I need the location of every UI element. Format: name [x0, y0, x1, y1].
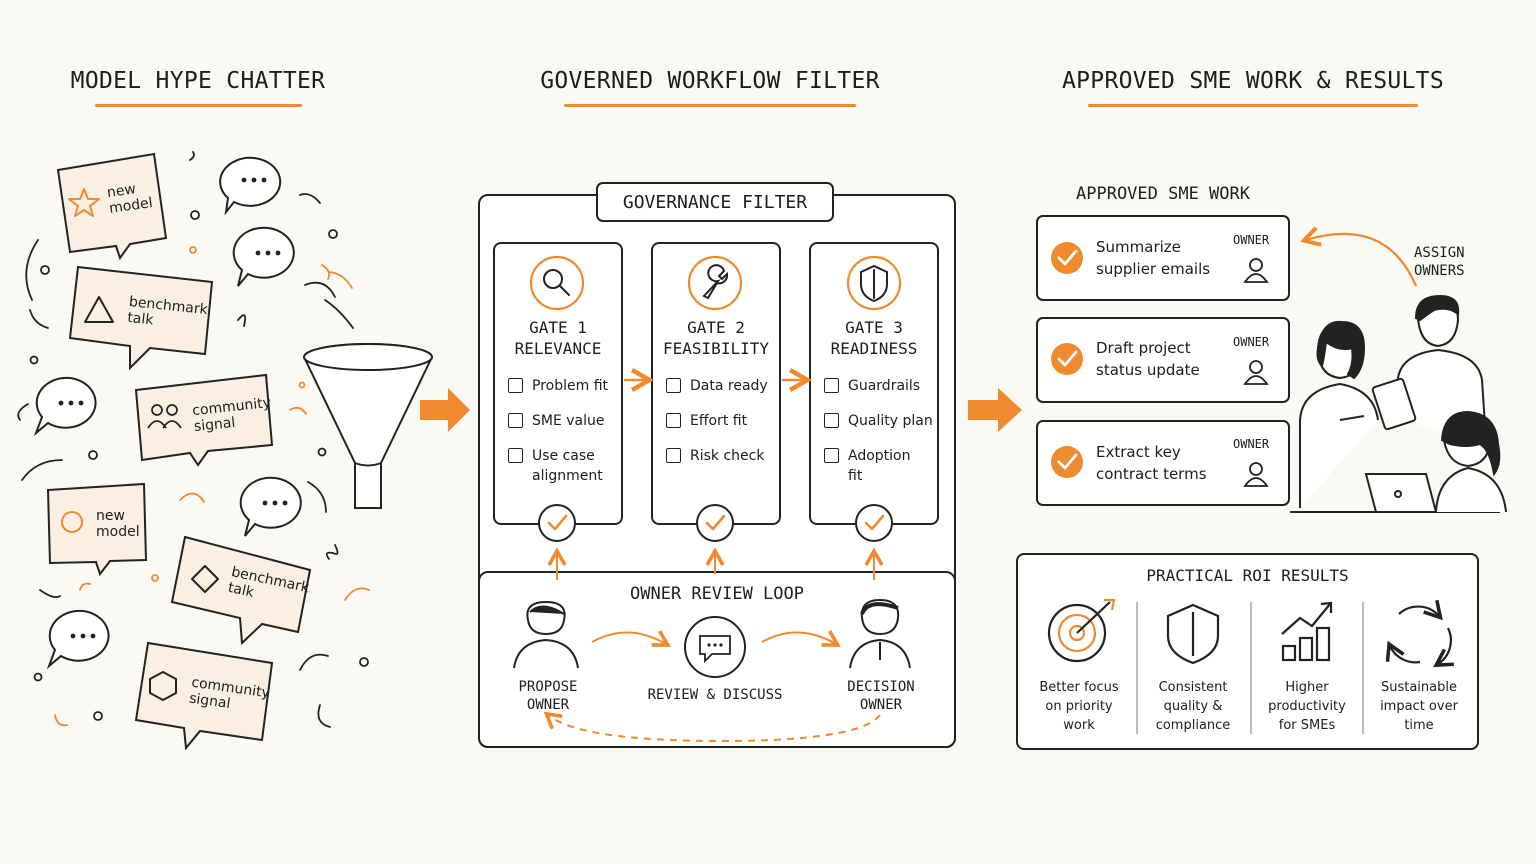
- dot-bubbles: [33, 156, 302, 670]
- check-label: SME value: [532, 413, 605, 429]
- check-label: Data ready: [690, 378, 768, 394]
- owner-person-icons: [1243, 258, 1269, 487]
- check-label: Effort fit: [690, 413, 748, 429]
- target-icon: [1047, 598, 1116, 663]
- circle-icon: [61, 511, 83, 533]
- gate-check-item[interactable]: Effort fit: [666, 411, 747, 431]
- roi-label: Consistent quality & compliance: [1155, 680, 1231, 733]
- gate2-check-icon: [696, 504, 734, 542]
- section-title-middle: GOVERNED WORKFLOW FILTER: [540, 68, 880, 94]
- flow-arrow-1: [420, 388, 470, 432]
- star-icon: [68, 188, 100, 217]
- roi-label: Sustainable impact over time: [1380, 680, 1458, 733]
- growth-chart-icon: [1281, 601, 1333, 662]
- assign-owners-label: ASSIGN OWNERS: [1414, 245, 1465, 279]
- roi-dividers: [1136, 602, 1364, 734]
- gate1-icon-ring: [529, 255, 585, 311]
- gate-cards: [493, 242, 939, 525]
- wrench-icon: [702, 264, 729, 300]
- checkbox[interactable]: [508, 378, 523, 393]
- gate-check-item[interactable]: Problem fit: [508, 376, 608, 396]
- work-item-label: Draft project status update: [1096, 339, 1200, 379]
- work-item-label: Summarize supplier emails: [1096, 238, 1211, 278]
- gate-check-item[interactable]: Risk check: [666, 446, 764, 466]
- check-label: Adoption fit: [848, 448, 911, 484]
- bubble-dots: [58, 177, 288, 639]
- gate-check-item[interactable]: Quality plan: [824, 411, 933, 431]
- review-arrow-1: [591, 630, 671, 647]
- magnifier-icon: [543, 269, 570, 296]
- checkbox[interactable]: [508, 448, 523, 463]
- approved-title: APPROVED SME WORK: [1076, 184, 1250, 204]
- team-illustration: [1290, 294, 1507, 513]
- work-check-icons: [1051, 242, 1083, 478]
- gate-title: GATE 2 FEASIBILITY: [663, 318, 769, 358]
- gate-title: GATE 3 READINESS: [830, 318, 918, 358]
- filter-title-box: [596, 182, 834, 222]
- chatter-doodles: [17, 151, 369, 728]
- roi-shield-icon: [1166, 603, 1220, 665]
- gate-check-item[interactable]: SME value: [508, 411, 605, 431]
- roi-title: PRACTICAL ROI RESULTS: [1146, 566, 1349, 585]
- checkbox[interactable]: [824, 413, 839, 428]
- work-cards: [1036, 215, 1290, 506]
- propose-owner-person-icon: [513, 600, 579, 669]
- checkbox[interactable]: [508, 413, 523, 428]
- bubble-shapes: [46, 152, 312, 751]
- filter-title: GOVERNANCE FILTER: [622, 192, 808, 213]
- flow-arrow-2: [968, 388, 1022, 432]
- check-label: Guardrails: [848, 378, 921, 394]
- checkbox[interactable]: [666, 448, 681, 463]
- review-loop-title: OWNER REVIEW LOOP: [630, 584, 804, 604]
- gate-check-item[interactable]: Data ready: [666, 376, 768, 396]
- review-arrow-2: [761, 630, 841, 647]
- gate1-check-icon: [538, 504, 576, 542]
- section-title-right: APPROVED SME WORK & RESULTS: [1062, 68, 1444, 94]
- funnel-icon: [303, 343, 433, 509]
- check-label: Risk check: [690, 448, 765, 464]
- checkbox[interactable]: [824, 448, 839, 463]
- cycle-icon: [1385, 599, 1454, 668]
- diamond-icon: [191, 565, 219, 593]
- check-label: Quality plan: [848, 413, 933, 429]
- work-item-label: Extract key contract terms: [1096, 443, 1207, 483]
- gate3-check-icon: [855, 504, 893, 542]
- checkbox[interactable]: [666, 413, 681, 428]
- hexagon-icon: [149, 671, 177, 701]
- gate-check-item[interactable]: Adoption fit: [824, 446, 911, 486]
- decision-owner-label: DECISION OWNER: [847, 679, 915, 713]
- title-underline: [564, 104, 856, 107]
- feedback-loop-arrow: [543, 711, 881, 743]
- shield-icon: [860, 264, 888, 303]
- owner-label: OWNER: [1233, 335, 1270, 349]
- owner-label: OWNER: [1233, 233, 1270, 247]
- triangle-icon: [84, 296, 114, 323]
- gate-title: GATE 1 RELEVANCE: [514, 318, 602, 358]
- chatter-doodles-orange: [54, 246, 370, 727]
- owner-label: OWNER: [1233, 437, 1270, 451]
- bubble-label: new model: [96, 508, 140, 540]
- decision-owner-person-icon: [849, 598, 911, 669]
- review-discuss-label: REVIEW & DISCUSS: [647, 687, 783, 703]
- roi-label: Higher productivity for SMEs: [1268, 680, 1346, 733]
- section-title-left: MODEL HYPE CHATTER: [70, 68, 326, 94]
- check-label: Problem fit: [532, 378, 608, 394]
- propose-owner-label: PROPOSE OWNER: [518, 679, 578, 713]
- review-chat-icon: [684, 616, 746, 678]
- roi-label: Better focus on priority work: [1039, 680, 1119, 733]
- assign-owners-arrow: [1300, 226, 1418, 287]
- people-icon: [147, 404, 182, 429]
- checkbox[interactable]: [824, 378, 839, 393]
- title-underline: [95, 104, 302, 107]
- bubble-label: new model: [105, 181, 154, 217]
- title-underline: [1088, 104, 1418, 107]
- gate-check-item[interactable]: Guardrails: [824, 376, 920, 396]
- gate-check-item[interactable]: Use case alignment: [508, 446, 603, 486]
- checkbox[interactable]: [666, 378, 681, 393]
- check-label: Use case alignment: [532, 448, 603, 484]
